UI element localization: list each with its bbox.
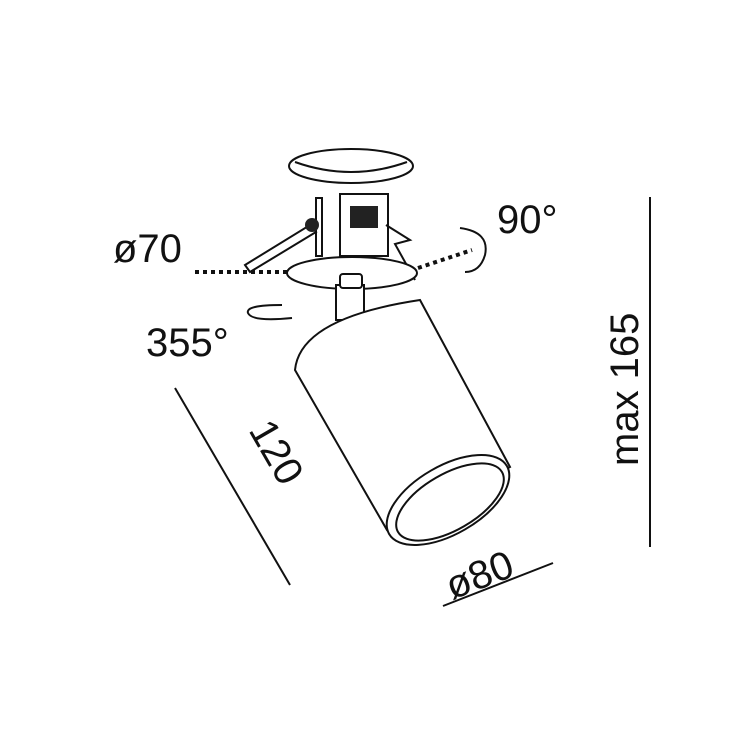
diameter-dimension-line xyxy=(442,562,554,607)
length-label: 120 xyxy=(240,413,311,493)
trim-ring xyxy=(288,148,414,184)
length-dimension-line xyxy=(174,387,291,586)
rotation-angle-label: 355° xyxy=(146,321,229,365)
tilt-angle-label: 90° xyxy=(497,198,558,242)
tilt-arc-icon xyxy=(459,227,487,273)
cylinder-body xyxy=(293,298,512,546)
body-diameter-label: ø80 xyxy=(439,543,519,609)
rotation-arc-icon xyxy=(246,304,293,321)
max-height-label: max 165 xyxy=(603,313,647,466)
mounting-box xyxy=(243,193,416,281)
dotted-axis-right xyxy=(417,248,473,270)
cutout-diameter-label: ø70 xyxy=(113,227,182,271)
